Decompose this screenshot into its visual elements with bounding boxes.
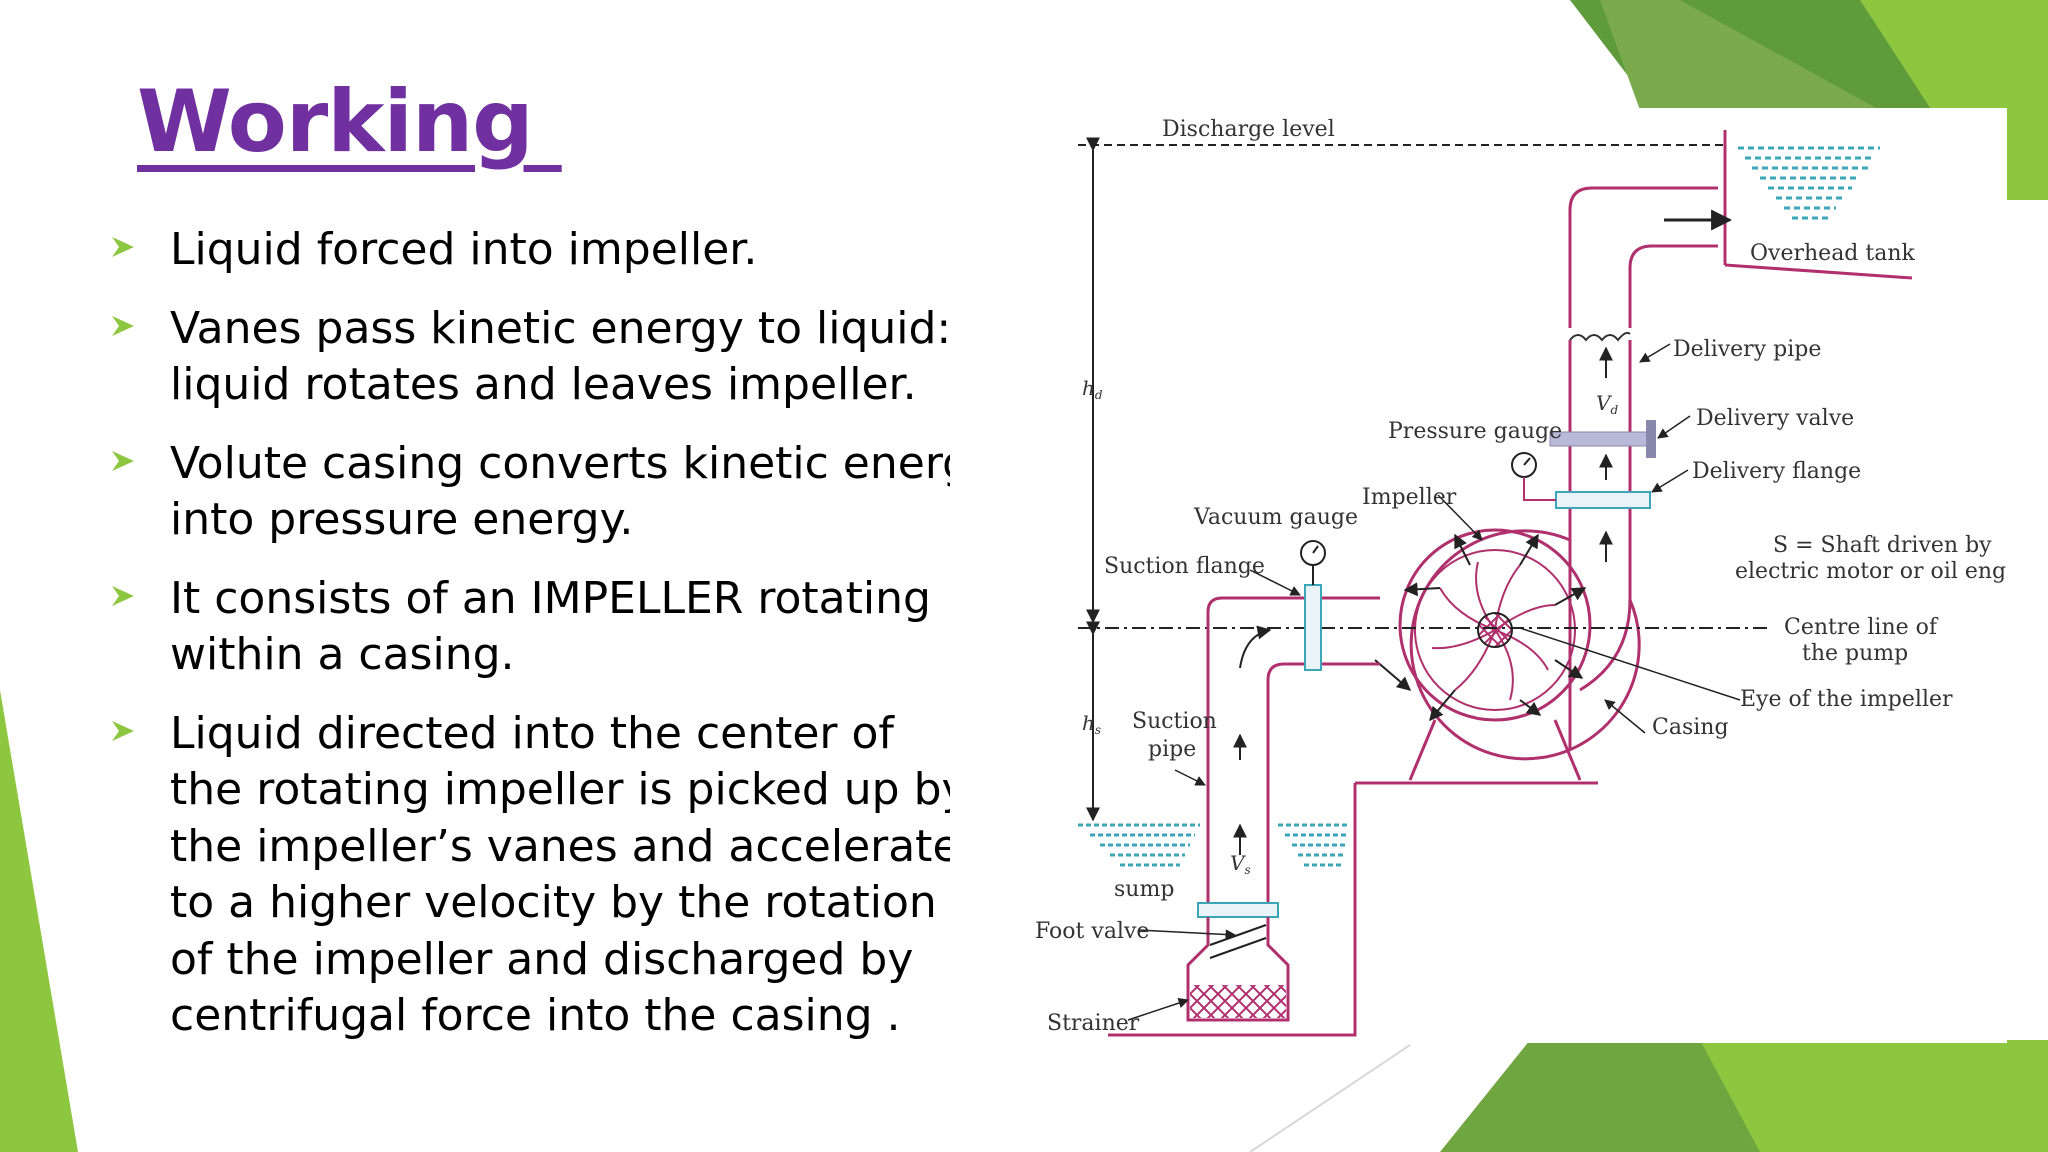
- shaft-label-line1: S = Shaft driven by: [1773, 533, 1992, 558]
- slide-title: Working: [137, 72, 562, 172]
- impeller-label: Impeller: [1362, 485, 1457, 510]
- bullet-text: Vanes pass kinetic energy to liquid:: [170, 302, 950, 354]
- suction-pipe-label-line1: Suction: [1132, 709, 1217, 734]
- delivery-pipe: [1568, 186, 1718, 750]
- bullet-text: Volute casing converts kinetic energy: [170, 437, 950, 489]
- bullet-text: to a higher velocity by the rotation: [170, 877, 937, 928]
- bullet-text: Liquid directed into the center of: [170, 707, 894, 759]
- sump-label: sump: [1114, 877, 1174, 902]
- vacuum-gauge: [1300, 540, 1326, 585]
- overhead-tank: [1723, 130, 1913, 280]
- bottom-accent-line: [1249, 1044, 1411, 1152]
- sump-water: [1078, 823, 1350, 867]
- vacuum-gauge-label: Vacuum gauge: [1193, 505, 1358, 530]
- arrow-bullet-icon: [112, 585, 134, 606]
- strainer: [1186, 917, 1290, 1022]
- hd-symbol: hd: [1082, 376, 1103, 402]
- pump-diagram: Discharge level Overhead tank: [1020, 108, 2007, 1043]
- suction-flange: [1304, 584, 1322, 671]
- delivery-flange-label: Delivery flange: [1692, 459, 1861, 484]
- pump-diagram-svg: Discharge level Overhead tank: [1035, 117, 2007, 1037]
- leader-lines: [1127, 343, 1741, 1021]
- centre-line-label-line1: Centre line of: [1784, 615, 1939, 640]
- bullet-item: It consists of an IMPELLER rotating with…: [110, 571, 950, 684]
- bullet-item: Liquid directed into the center of the r…: [110, 706, 950, 1045]
- bullet-text: the impeller’s vanes and accelerated: [170, 820, 950, 872]
- left-green-shape: [0, 690, 78, 1152]
- impeller-eye: [1477, 612, 1513, 648]
- pressure-gauge: [1511, 452, 1556, 501]
- delivery-flange: [1555, 491, 1651, 509]
- bullet-text: the rotating impeller is picked up by: [170, 764, 950, 815]
- casing-label: Casing: [1652, 715, 1729, 740]
- discharge-level-label: Discharge level: [1162, 117, 1335, 142]
- bullet-item: Liquid forced into impeller.: [110, 222, 950, 279]
- arrow-bullet-icon: [112, 315, 134, 336]
- delivery-valve-label: Delivery valve: [1696, 406, 1854, 431]
- foot-valve: [1197, 902, 1279, 918]
- foot-valve-label: Foot valve: [1035, 919, 1149, 944]
- arrow-bullet-icon: [112, 450, 134, 471]
- delivery-pipe-label: Delivery pipe: [1673, 337, 1821, 362]
- bullet-text: of the impeller and discharged by: [170, 933, 914, 985]
- suction-pipe-label-line2: pipe: [1148, 737, 1196, 762]
- bullet-text: Liquid forced into impeller.: [170, 224, 758, 275]
- pump-casing: [1398, 528, 1641, 761]
- pump-base: [1355, 719, 1598, 785]
- strainer-label: Strainer: [1047, 1011, 1140, 1036]
- suction-flange-label: Suction flange: [1104, 554, 1265, 579]
- bullet-list: Liquid forced into impeller. Vanes pass …: [110, 222, 950, 1067]
- bullet-item: Volute casing converts kinetic energy in…: [110, 436, 950, 549]
- bottom-right-green-shape-light: [1700, 1040, 2048, 1152]
- bullet-text: It consists of an IMPELLER rotating: [170, 572, 931, 624]
- pressure-gauge-label: Pressure gauge: [1388, 419, 1562, 444]
- overhead-tank-label: Overhead tank: [1750, 241, 1916, 266]
- delivery-valve: [1549, 420, 1656, 458]
- top-right-green-shape-mid: [1600, 0, 1880, 110]
- hs-symbol: hs: [1082, 711, 1101, 737]
- bullet-text: within a casing.: [170, 629, 515, 680]
- bullet-text: liquid rotates and leaves impeller.: [170, 359, 917, 410]
- eye-of-impeller-label: Eye of the impeller: [1740, 687, 1953, 712]
- bullet-item: Vanes pass kinetic energy to liquid: liq…: [110, 301, 950, 414]
- bullet-text: centrifugal force into the casing .: [170, 990, 901, 1041]
- arrow-bullet-icon: [112, 237, 134, 257]
- vs-symbol: Vs: [1230, 851, 1251, 877]
- impeller: [1374, 533, 1587, 722]
- arrow-bullet-icon: [112, 720, 134, 741]
- shaft-label-line2: electric motor or oil engine: [1735, 559, 2007, 584]
- vd-symbol: Vd: [1596, 391, 1618, 417]
- bullet-text: into pressure energy.: [170, 494, 634, 545]
- centre-line-label-line2: the pump: [1802, 641, 1908, 666]
- suction-pipe: [1108, 596, 1380, 1037]
